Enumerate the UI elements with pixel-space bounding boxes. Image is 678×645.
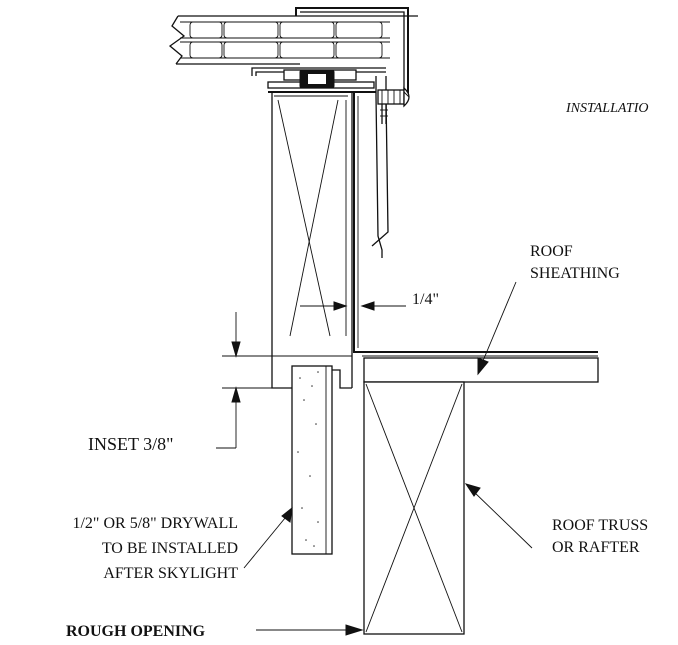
aluminum-frame-profile — [251, 7, 410, 258]
multiwall-glazing-panel — [168, 15, 418, 65]
installation-label: INSTALLATIO — [565, 101, 648, 116]
counter-flashing — [353, 92, 598, 357]
dimension-quarter-inch — [300, 301, 406, 311]
rough-opening-label: ROUGH OPENING — [66, 623, 206, 640]
dimension-inset — [216, 312, 352, 449]
drywall-leader — [243, 506, 293, 569]
roof-sheathing-leader — [477, 281, 517, 376]
drywall-board — [291, 365, 333, 555]
roof-sheathing-label-1: ROOF — [530, 243, 573, 260]
rough-opening-leader — [256, 624, 364, 636]
truss-label-2: OR RAFTER — [552, 539, 640, 556]
inset-label: INSET 3/8" — [88, 434, 174, 454]
drywall-label-1: 1/2" OR 5/8" DRYWALL — [72, 515, 238, 532]
roof-truss — [363, 381, 465, 635]
drywall-label-3: AFTER SKYLIGHT — [103, 565, 238, 582]
truss-label-1: ROOF TRUSS — [552, 517, 648, 534]
wood-curb — [271, 92, 353, 389]
truss-leader — [464, 483, 533, 549]
roof-sheathing-label-2: SHEATHING — [530, 265, 620, 282]
drywall-label-2: TO BE INSTALLED — [102, 540, 238, 557]
quarter-inch-label: 1/4" — [412, 291, 439, 308]
